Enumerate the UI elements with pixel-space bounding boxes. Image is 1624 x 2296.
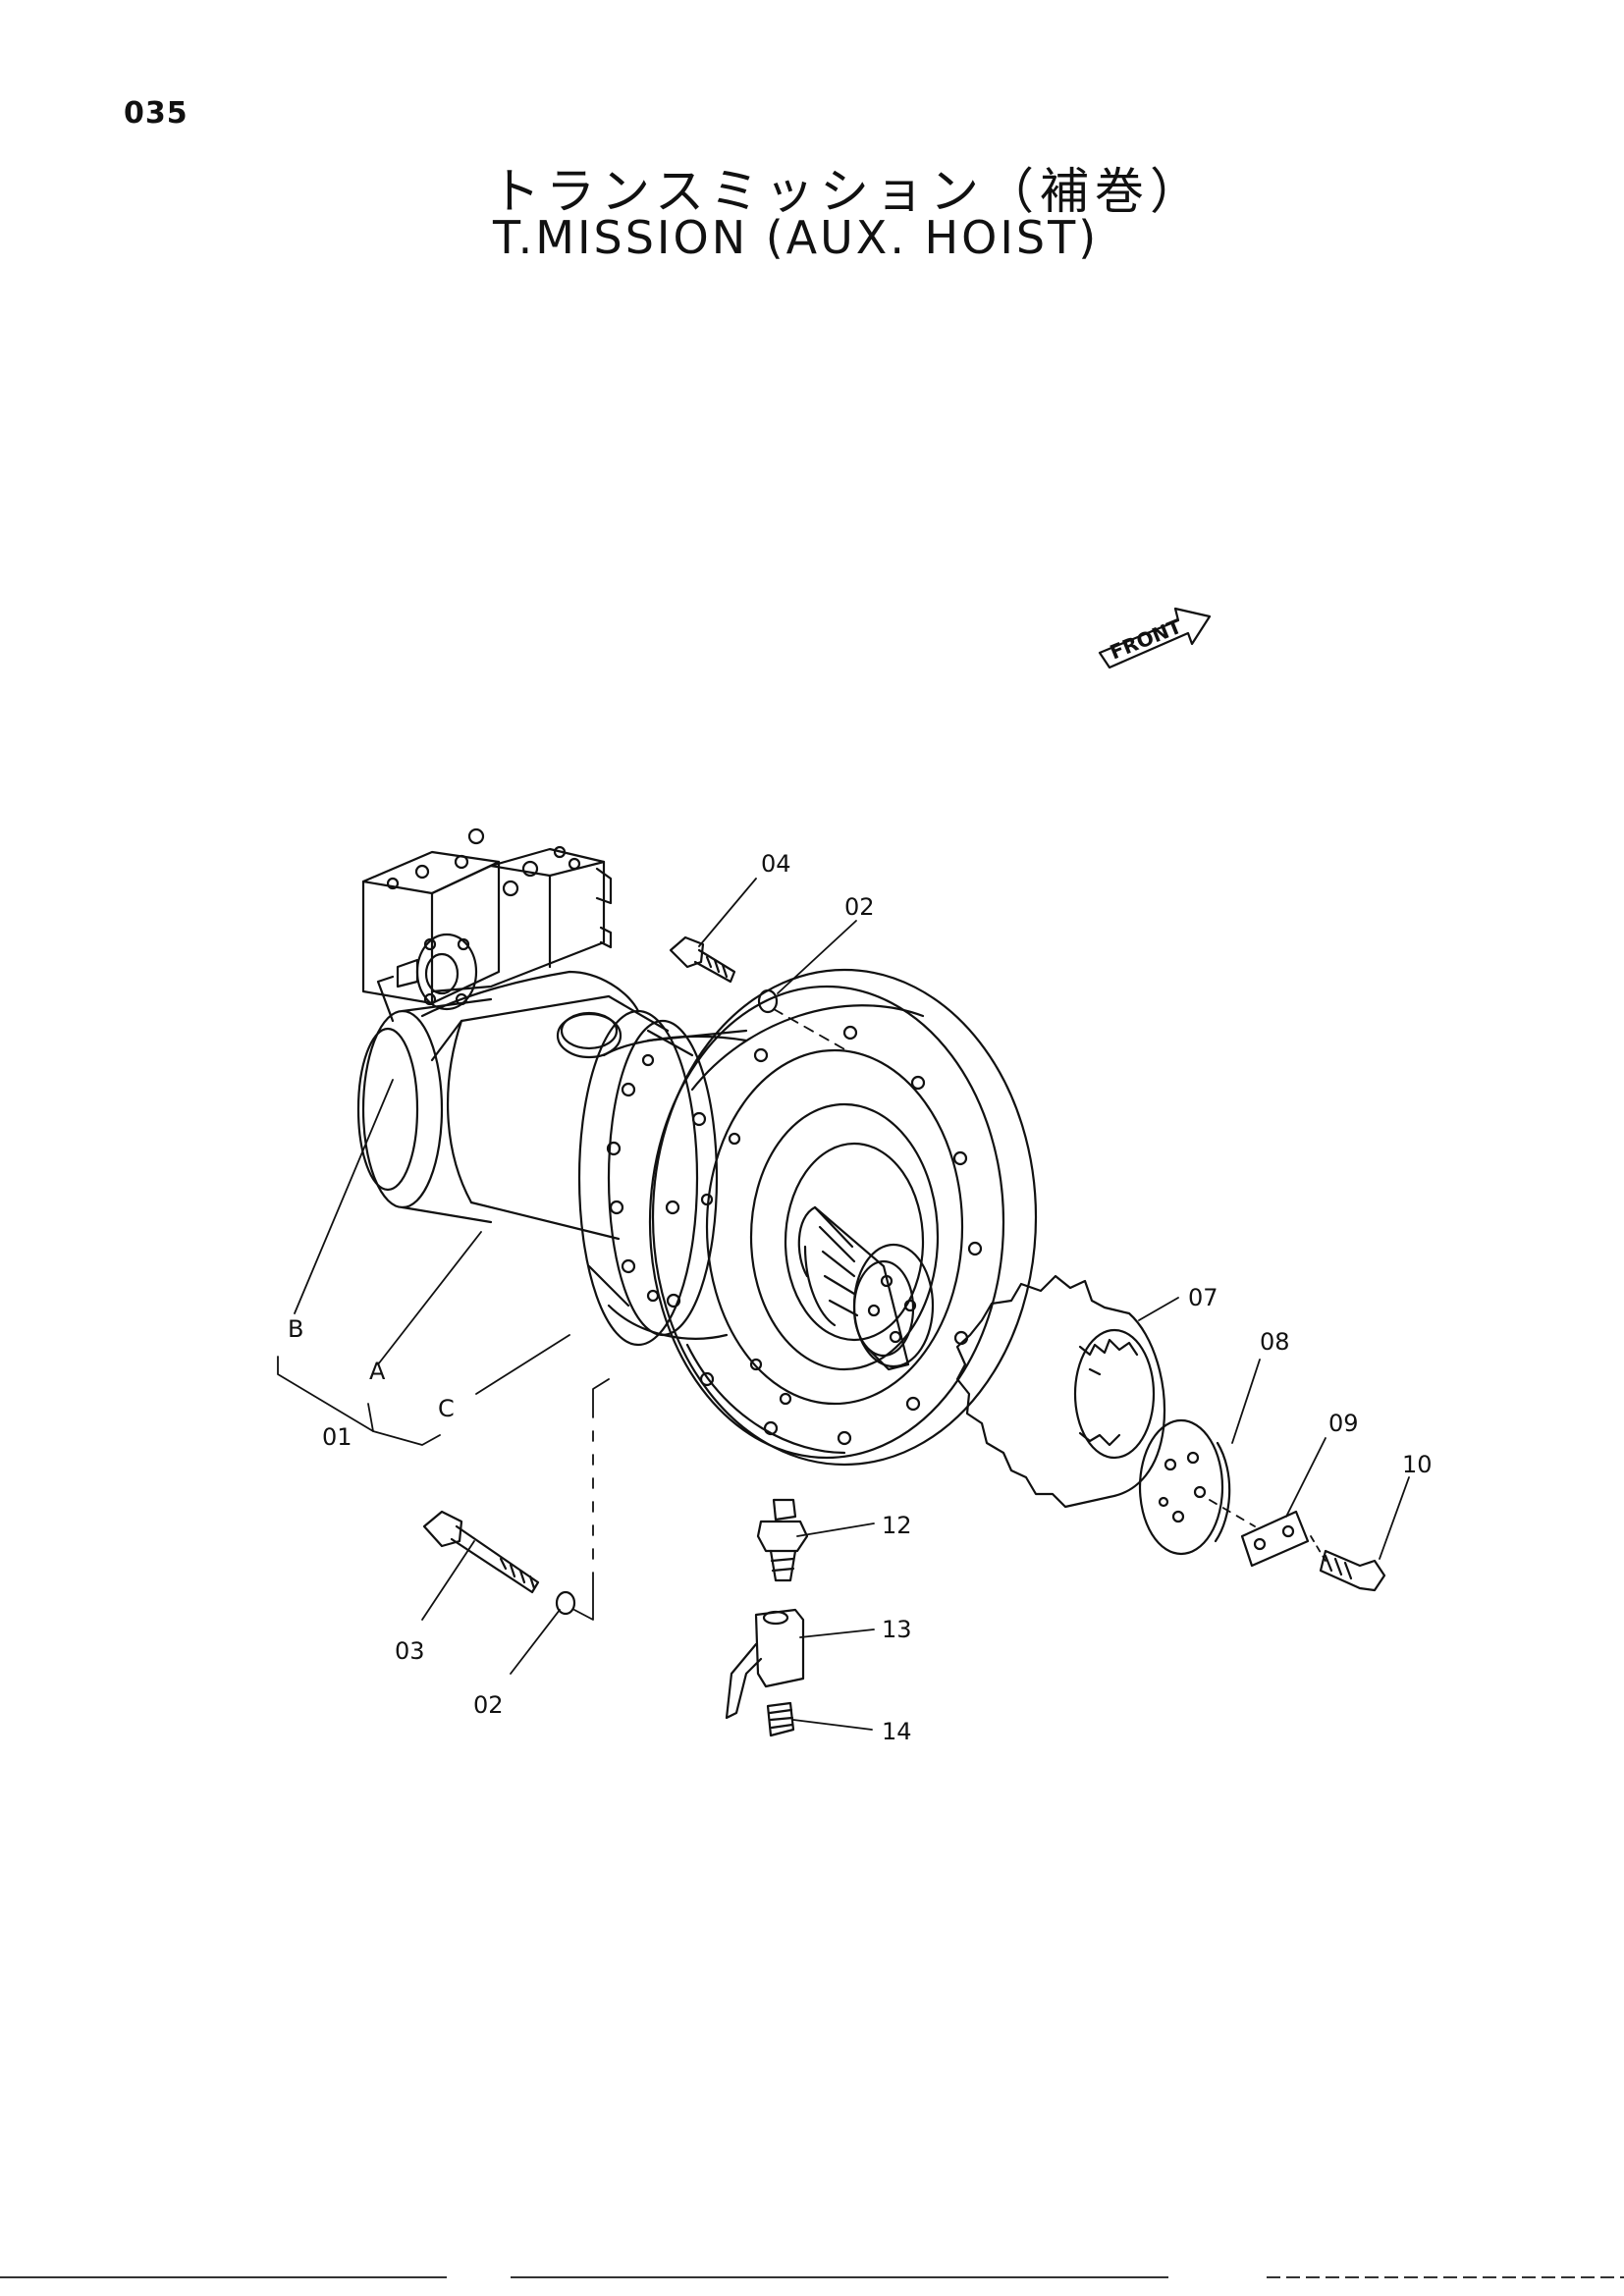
callout-08: 08	[1260, 1328, 1290, 1356]
page-number: 035	[124, 96, 189, 131]
callout-01: 01	[322, 1423, 352, 1451]
callout-09: 09	[1328, 1410, 1359, 1437]
callout-02-upper: 02	[844, 893, 875, 921]
callout-c: C	[438, 1395, 455, 1422]
callout-12: 12	[882, 1512, 912, 1539]
title-english: T.MISSION (AUX. HOIST)	[493, 211, 1100, 264]
callout-14: 14	[882, 1718, 912, 1745]
callout-02-lower: 02	[473, 1691, 504, 1719]
front-arrow-icon	[1098, 607, 1212, 669]
fitting-12	[756, 1498, 809, 1582]
bolt-10	[1319, 1549, 1386, 1592]
callout-10: 10	[1402, 1451, 1433, 1478]
plate-08	[1138, 1418, 1231, 1556]
reduction-housing	[577, 1009, 748, 1347]
bolt-04	[669, 935, 736, 984]
front-label: FRONT	[1107, 614, 1185, 665]
washer-02-upper	[757, 988, 779, 1014]
washer-02-lower	[555, 1590, 576, 1616]
valve-block	[361, 828, 613, 1011]
hydraulic-motor	[356, 970, 694, 1241]
callout-13: 13	[882, 1616, 912, 1643]
drain-valve-13	[725, 1608, 805, 1720]
callout-04: 04	[761, 850, 791, 878]
mounting-flange	[648, 968, 1038, 1467]
output-shaft	[797, 1205, 935, 1371]
callout-07: 07	[1188, 1284, 1218, 1311]
lock-plate-09	[1240, 1510, 1310, 1568]
leader-lines	[277, 878, 1410, 1731]
callout-a: A	[369, 1358, 386, 1385]
bolt-03	[422, 1510, 540, 1594]
cap-14	[766, 1701, 795, 1737]
gear-07	[955, 1274, 1165, 1509]
callout-b: B	[288, 1315, 303, 1343]
title-japanese: トランスミッション（補巻）	[491, 163, 1205, 220]
callout-03: 03	[395, 1637, 425, 1665]
